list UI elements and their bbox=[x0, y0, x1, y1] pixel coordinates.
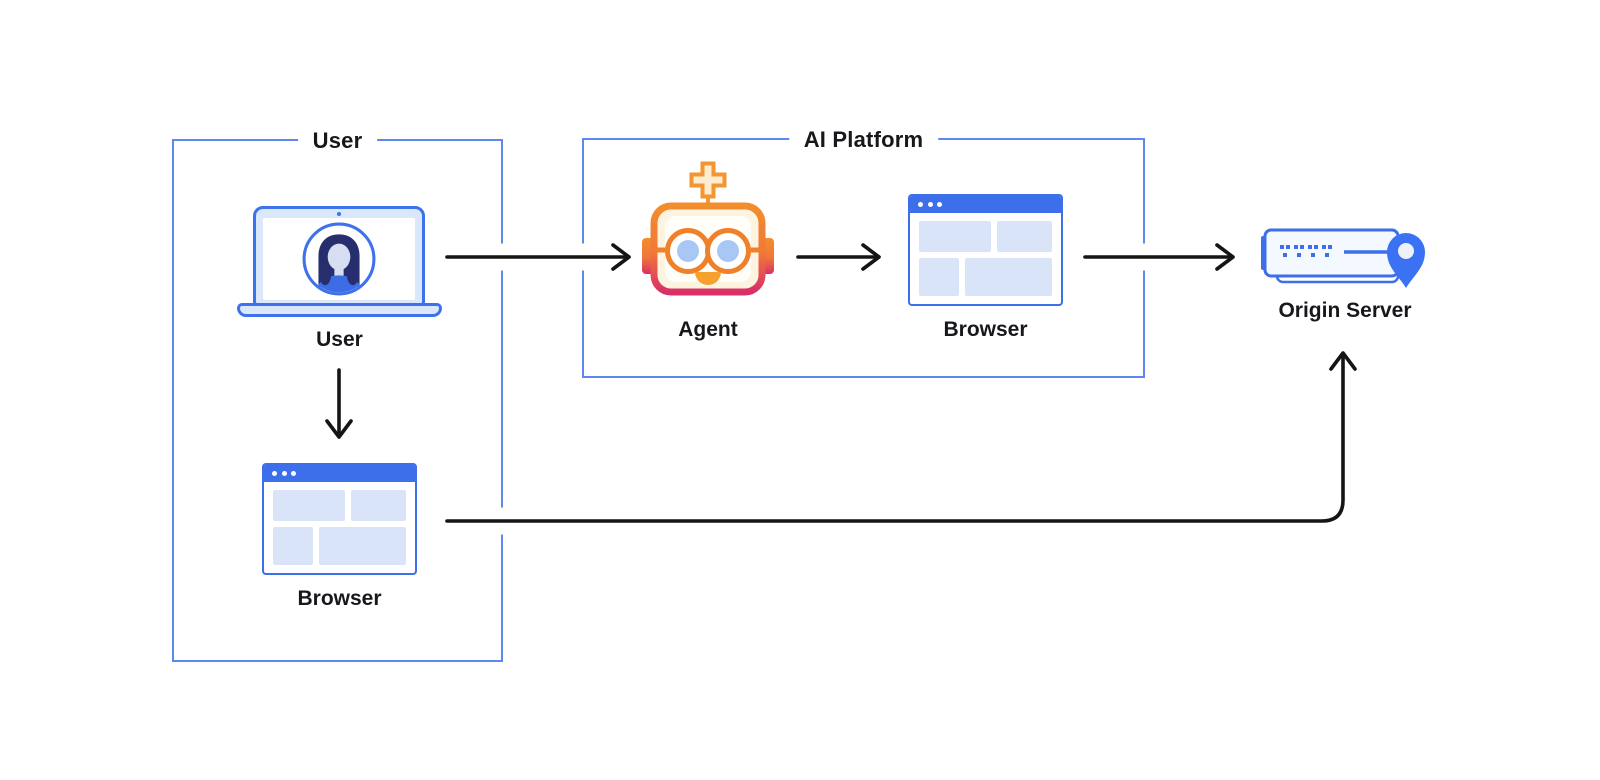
window-dot-icon bbox=[937, 202, 942, 207]
browser-titlebar bbox=[910, 196, 1061, 213]
label-user-laptop: User bbox=[316, 328, 363, 351]
user-avatar-icon bbox=[302, 222, 376, 296]
lens-left bbox=[677, 240, 699, 262]
node-ai-browser bbox=[908, 194, 1063, 306]
antenna-cross-icon bbox=[689, 161, 727, 199]
group-user-title: User bbox=[297, 127, 378, 155]
window-dot-icon bbox=[291, 471, 296, 476]
browser-titlebar bbox=[264, 465, 415, 482]
node-user-laptop bbox=[237, 206, 442, 318]
node-agent robot-face-icon bbox=[642, 161, 774, 296]
window-dot-icon bbox=[281, 471, 287, 476]
label-origin-server: Origin Server bbox=[1278, 299, 1412, 322]
label-user-browser: Browser bbox=[297, 587, 382, 610]
label-ai-browser: Browser bbox=[943, 318, 1028, 341]
window-dot-icon bbox=[927, 202, 933, 207]
node-origin-server server-icon bbox=[1261, 228, 1425, 288]
lens-right bbox=[717, 240, 739, 262]
window-dot-icon bbox=[918, 202, 923, 207]
node-user-browser bbox=[262, 463, 417, 575]
location-pin-icon bbox=[1387, 233, 1425, 288]
window-dot-icon bbox=[272, 471, 277, 476]
edge-ai-browser-to-origin-head bbox=[1215, 243, 1235, 271]
laptop-base bbox=[237, 303, 442, 317]
edge-user-browser-to-origin-head bbox=[1329, 351, 1357, 371]
group-ai-platform-title: AI Platform bbox=[788, 126, 939, 154]
laptop-screen bbox=[263, 218, 415, 300]
label-agent: Agent bbox=[678, 318, 738, 341]
browser-content bbox=[264, 482, 415, 573]
webcam-dot-icon bbox=[337, 212, 341, 216]
laptop-icon bbox=[253, 206, 425, 306]
glasses-icon bbox=[665, 228, 751, 274]
server-dots bbox=[1280, 245, 1332, 257]
edge-user-browser-to-origin bbox=[445, 354, 1345, 523]
browser-content bbox=[910, 213, 1061, 304]
robot-mouth bbox=[695, 272, 721, 285]
edge-halo bbox=[447, 354, 1357, 535]
location-pin-hole bbox=[1398, 243, 1414, 259]
